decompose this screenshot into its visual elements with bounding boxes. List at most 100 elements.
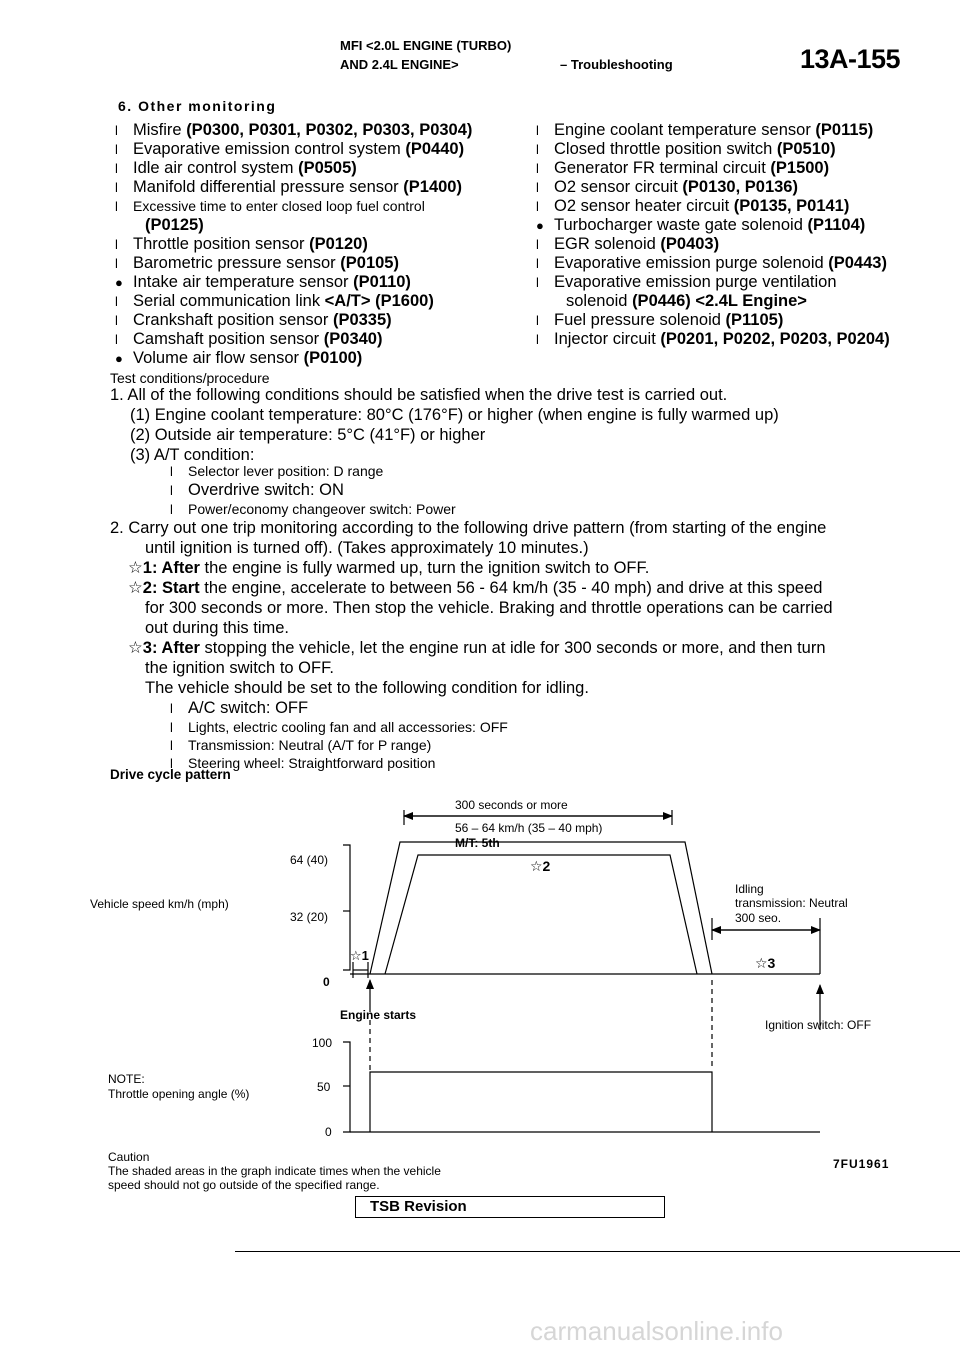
throttle-axis-label: Throttle opening angle (%) — [108, 1087, 250, 1101]
bullet-icon: l — [536, 199, 539, 214]
bullet-icon: l — [115, 256, 118, 271]
engine-starts-label: Engine starts — [340, 1008, 417, 1022]
bullet-icon: l — [115, 237, 118, 252]
note-label: NOTE: — [108, 1072, 145, 1086]
drive-step-2-cont: for 300 seconds or more. Then stop the v… — [145, 599, 833, 617]
bullet-icon: l — [536, 142, 539, 157]
star-1-label: ☆1 — [350, 948, 369, 963]
bullet-icon: l — [115, 294, 118, 309]
drive-step-2-cont: out during this time. — [145, 619, 289, 637]
drive-step-1: ☆1: After the engine is fully warmed up,… — [128, 559, 650, 577]
idling-label: Idling — [735, 882, 764, 896]
bullet-icon: l — [536, 123, 539, 138]
bullet-icon: l — [115, 142, 118, 157]
transmission-label: transmission: Neutral — [735, 896, 848, 910]
condition-2: (2) Outside air temperature: 5°C (41°F) … — [130, 426, 486, 444]
throttle-tick-50: 50 — [317, 1080, 331, 1094]
speed-profile-outer — [369, 841, 713, 975]
bullet-icon: l — [115, 180, 118, 195]
header-title-line2: AND 2.4L ENGINE> — [340, 57, 459, 72]
idle-time-label: 300 seo. — [735, 911, 782, 925]
drive-step-2: ☆2: Start the engine, accelerate to betw… — [128, 579, 823, 597]
bullet-icon: l — [115, 123, 118, 138]
procedure-step-2-cont: until ignition is turned off). (Takes ap… — [145, 539, 589, 557]
mt-gear-label: M/T: 5th — [455, 836, 500, 850]
drive-step-3-cont: The vehicle should be set to the followi… — [145, 679, 589, 697]
footer-rule — [235, 1251, 960, 1252]
tick-32: 32 (20) — [290, 910, 329, 924]
bullet-icon: l — [536, 180, 539, 195]
bullet-icon: l — [536, 161, 539, 176]
section-heading: 6. Other monitoring — [118, 98, 277, 114]
throttle-tick-100: 100 — [312, 1036, 333, 1050]
list-item: ●Volume air flow sensor (P0100) — [115, 349, 363, 367]
procedure-step-2: 2. Carry out one trip monitoring accordi… — [110, 519, 827, 537]
list-item: ●Intake air temperature sensor (P0110) — [115, 273, 411, 291]
bullet-icon: l — [170, 720, 173, 735]
tsb-revision: TSB Revision — [355, 1196, 665, 1218]
ignition-off-label: Ignition switch: OFF — [765, 1018, 872, 1032]
list-item: ●Turbocharger waste gate solenoid (P1104… — [536, 216, 866, 234]
bullet-icon: l — [115, 313, 118, 328]
bullet-icon: l — [170, 502, 173, 517]
caution-text: speed should not go outside of the speci… — [108, 1178, 380, 1192]
span-label: 300 seconds or more — [455, 798, 568, 812]
list-item-continuation: (P0125) — [145, 216, 204, 234]
figure-code: 7FU1961 — [833, 1157, 890, 1171]
drive-step-3: ☆3: After stopping the vehicle, let the … — [128, 639, 826, 657]
header-section: – Troubleshooting — [560, 57, 673, 72]
bullet-icon: ● — [115, 275, 123, 290]
bullet-icon: l — [170, 738, 173, 753]
caution-text: The shaded areas in the graph indicate t… — [108, 1164, 441, 1178]
bullet-icon: l — [115, 161, 118, 176]
throttle-axis — [343, 1041, 351, 1133]
header-title-line1: MFI <2.0L ENGINE (TURBO) — [340, 38, 512, 53]
bullet-icon: l — [115, 199, 118, 214]
drive-step-3-cont: the ignition switch to OFF. — [145, 659, 334, 677]
star-2-label: ☆2 — [530, 858, 551, 874]
bullet-icon: ● — [115, 351, 123, 366]
bullet-icon: l — [536, 332, 539, 347]
throttle-profile — [369, 1071, 713, 1132]
procedure-step-1: 1. All of the following conditions shoul… — [110, 386, 728, 404]
procedure-heading: Test conditions/procedure — [110, 370, 270, 386]
bullet-icon: ● — [536, 218, 544, 233]
bullet-icon: l — [536, 313, 539, 328]
y-axis-label: Vehicle speed km/h (mph) — [90, 897, 229, 911]
speed-axis — [343, 844, 351, 971]
bullet-icon: l — [536, 256, 539, 271]
speed-profile-inner — [384, 854, 698, 975]
speed-range-label: 56 – 64 km/h (35 – 40 mph) — [455, 821, 603, 835]
list-item-continuation: solenoid (P0446) <2.4L Engine> — [566, 292, 807, 310]
bullet-icon: l — [170, 483, 173, 498]
tsb-top-rule — [355, 1196, 665, 1197]
tick-64: 64 (40) — [290, 853, 329, 867]
tick-0: 0 — [323, 975, 330, 989]
